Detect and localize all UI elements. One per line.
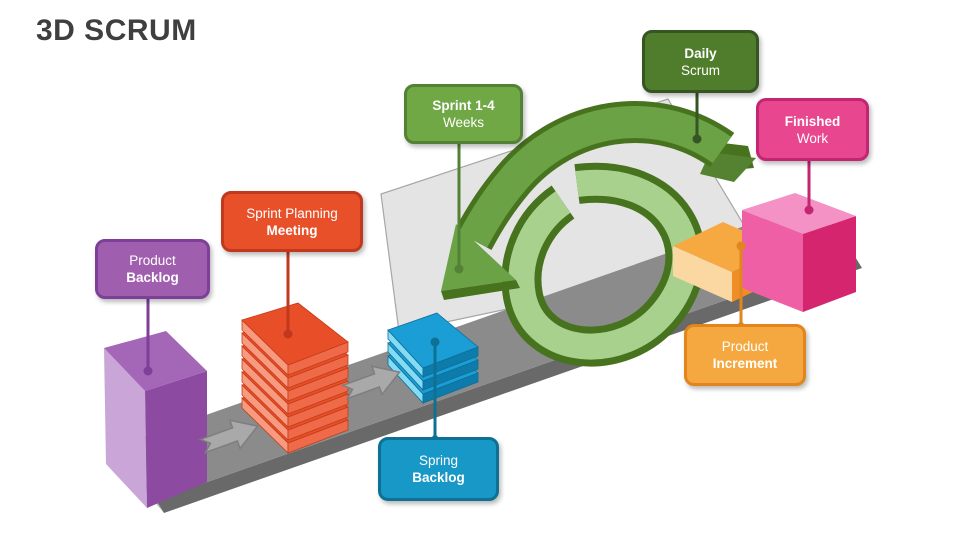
label-line: Sprint Planning [246,205,338,221]
label-line: Meeting [266,222,318,238]
label-product-backlog: Product Backlog [95,239,210,299]
label-sprint-1-4-weeks: Sprint 1-4 Weeks [404,84,523,144]
increment-box-left-face [673,246,732,302]
label-line: Increment [712,356,778,371]
label-product-increment: Product Increment [684,324,806,386]
flow-arrow-1 [198,419,259,454]
label-line: Sprint 1-4 [432,98,495,113]
loop-arrow-head-shadow [441,280,520,300]
label-line: Product [129,253,176,268]
purple-box-front-face [145,371,207,508]
label-line: Work [796,130,829,146]
label-sprint-planning-meeting: Sprint Planning Meeting [221,191,363,252]
label-line: Spring [418,453,459,468]
label-line: Scrum [680,62,720,78]
label-daily-scrum: Daily Scrum [642,30,759,93]
product-backlog-box [104,331,207,508]
label-line: Product [721,339,769,354]
label-line: Weeks [442,115,484,130]
label-line: Backlog [126,270,179,285]
flow-arrow-2 [340,365,401,400]
label-finished-work: Finished Work [756,98,869,161]
page-title: 3D SCRUM [36,14,197,47]
label-spring-backlog: Spring Backlog [378,437,499,501]
finished-work-box [742,193,856,312]
label-line: Backlog [412,470,465,485]
purple-box-left-face [104,348,147,508]
purple-box-top-face [104,331,207,391]
loop-arrow-inner-face [508,169,699,360]
ramp-front-face [156,255,862,513]
label-line: Finished [784,113,841,129]
label-line: Daily [684,45,717,61]
pink-box-top-face [742,193,856,234]
pink-box-front-face [742,210,803,312]
loop-arrow-sweep [458,106,732,248]
pink-box-right-face [803,216,856,312]
